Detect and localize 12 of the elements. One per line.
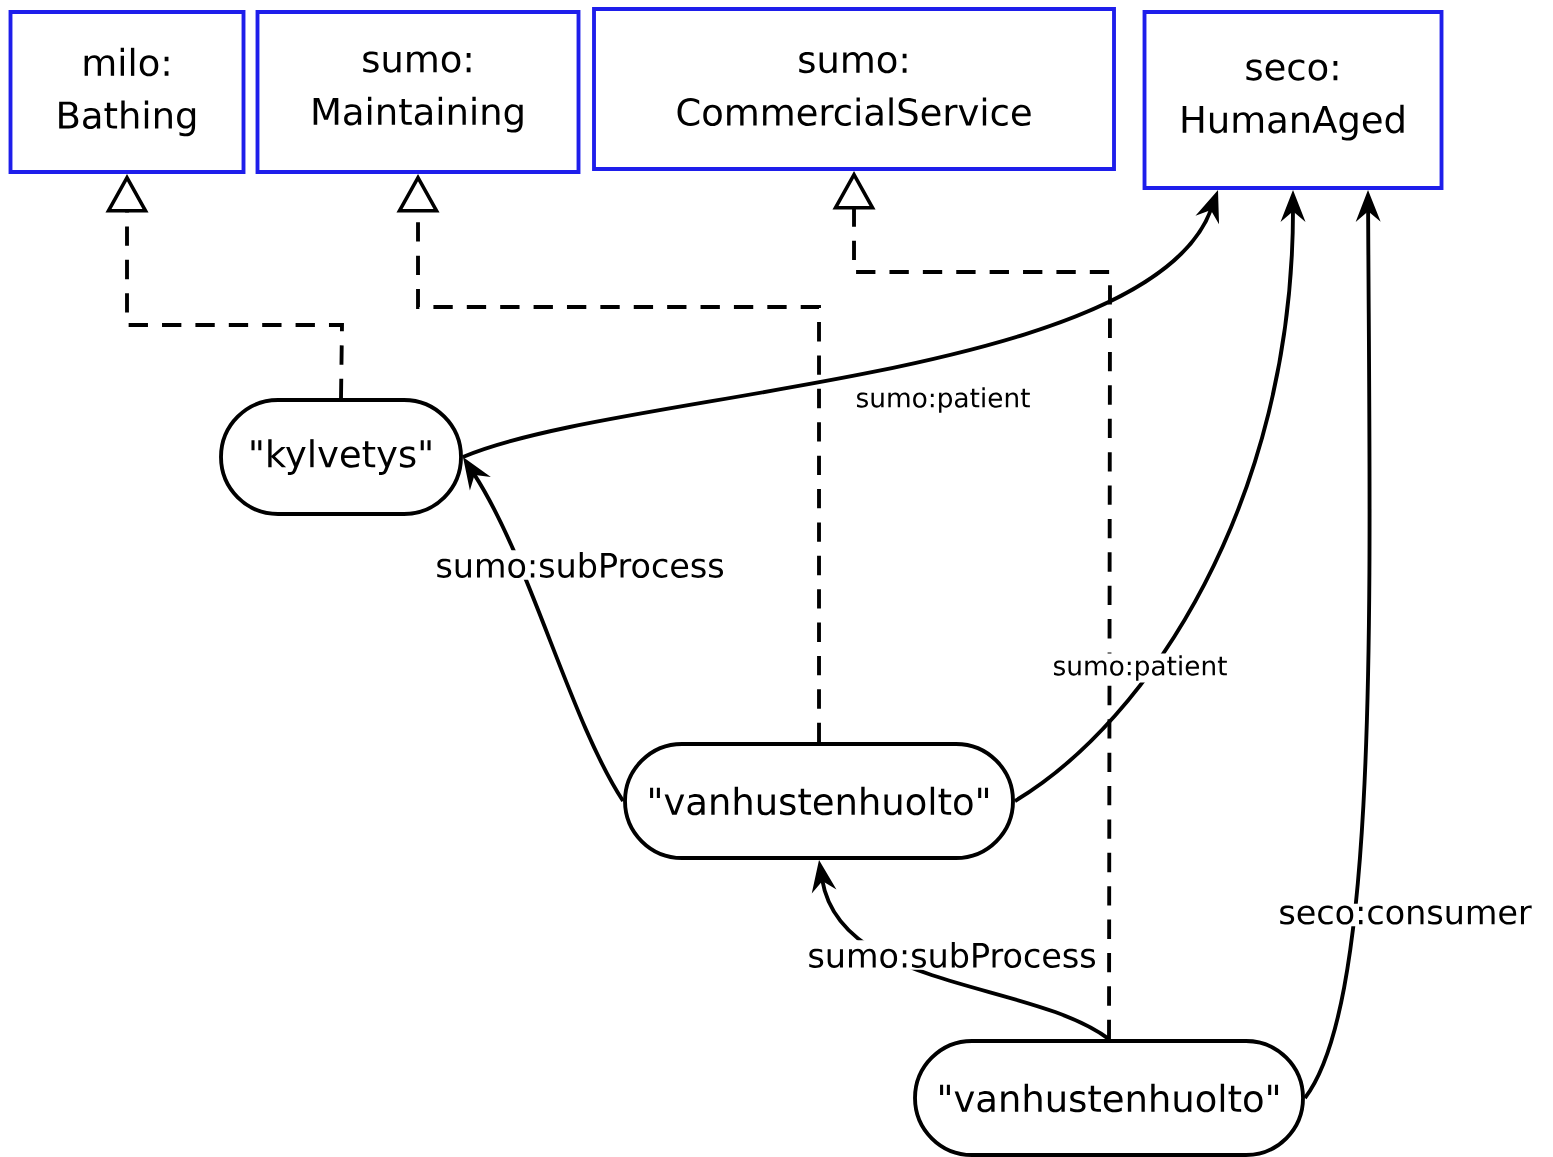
class-box: seco: HumanAged — [1142, 10, 1444, 190]
edge-label: sumo:subProcess — [433, 550, 727, 580]
edge-label: sumo:patient — [1050, 653, 1230, 683]
edge-label: seco:consumer — [1276, 903, 1534, 927]
instance-node: "vanhustenhuolto" — [913, 1039, 1305, 1157]
class-box: sumo: CommercialService — [592, 7, 1116, 171]
class-box: milo: Bathing — [8, 10, 246, 174]
class-box: sumo: Maintaining — [255, 10, 581, 174]
instance-node: "kylvetys" — [219, 398, 463, 516]
edge-label: sumo:subProcess — [805, 940, 1099, 970]
instance-node: "vanhustenhuolto" — [623, 742, 1015, 860]
edge-label: sumo:patient — [853, 385, 1033, 415]
